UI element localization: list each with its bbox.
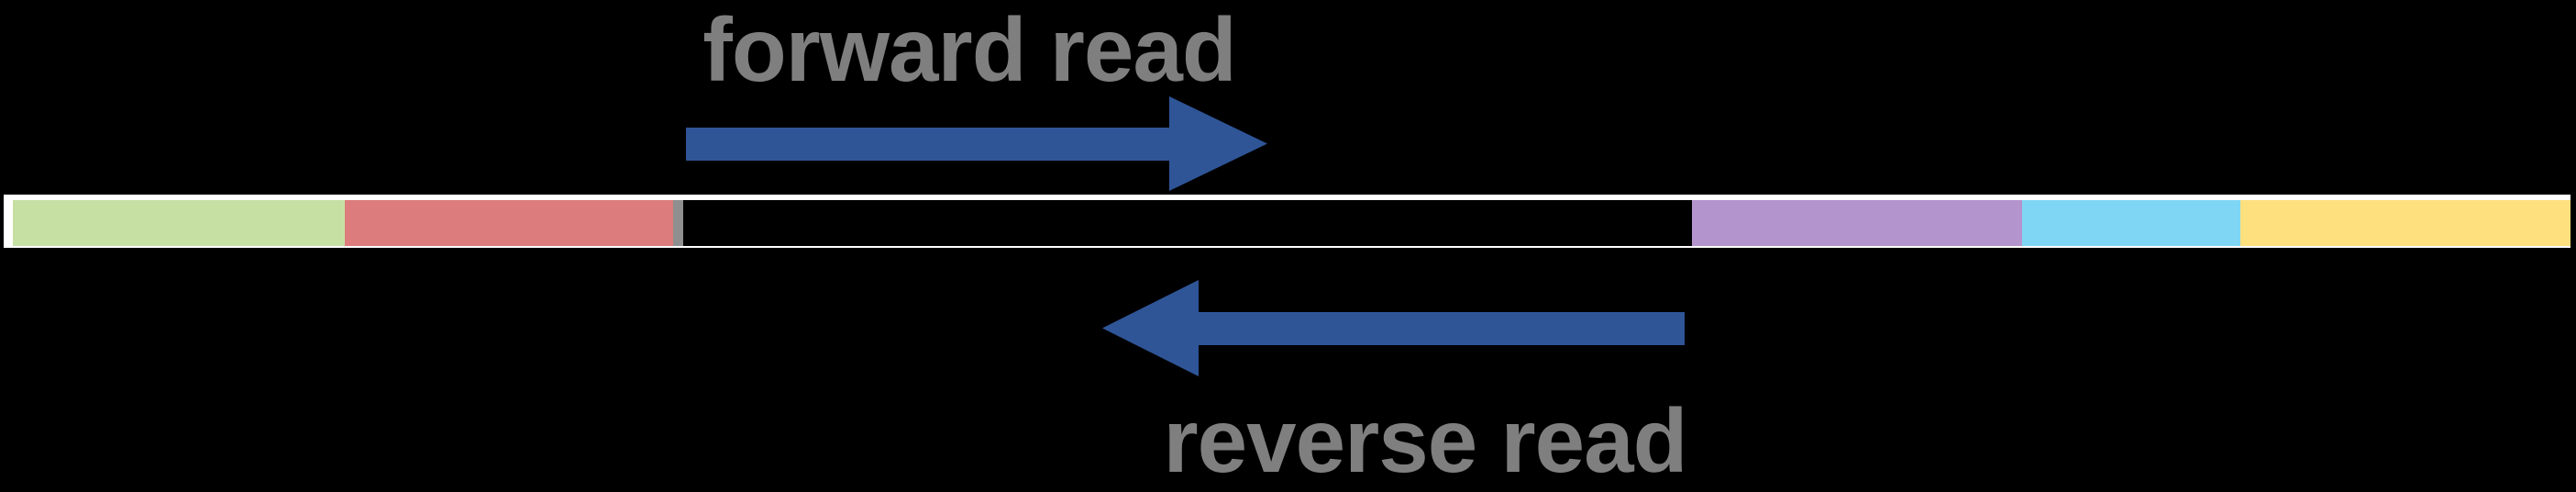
right-arrow-shape — [686, 96, 1267, 191]
black-insert-segment — [683, 200, 1692, 246]
reverse-read-arrow-icon — [1102, 280, 1685, 376]
gray-divider-segment — [673, 200, 683, 246]
reverse-read-label: reverse read — [1163, 390, 1687, 491]
amplicon-bar — [4, 195, 2570, 248]
forward-read-label: forward read — [702, 0, 1237, 100]
blue-segment — [2022, 200, 2240, 246]
green-segment — [13, 200, 345, 246]
red-segment — [345, 200, 673, 246]
purple-segment — [1692, 200, 2022, 246]
yellow-segment — [2240, 200, 2570, 246]
forward-read-arrow-icon — [686, 96, 1267, 191]
left-arrow-shape — [1102, 280, 1685, 376]
